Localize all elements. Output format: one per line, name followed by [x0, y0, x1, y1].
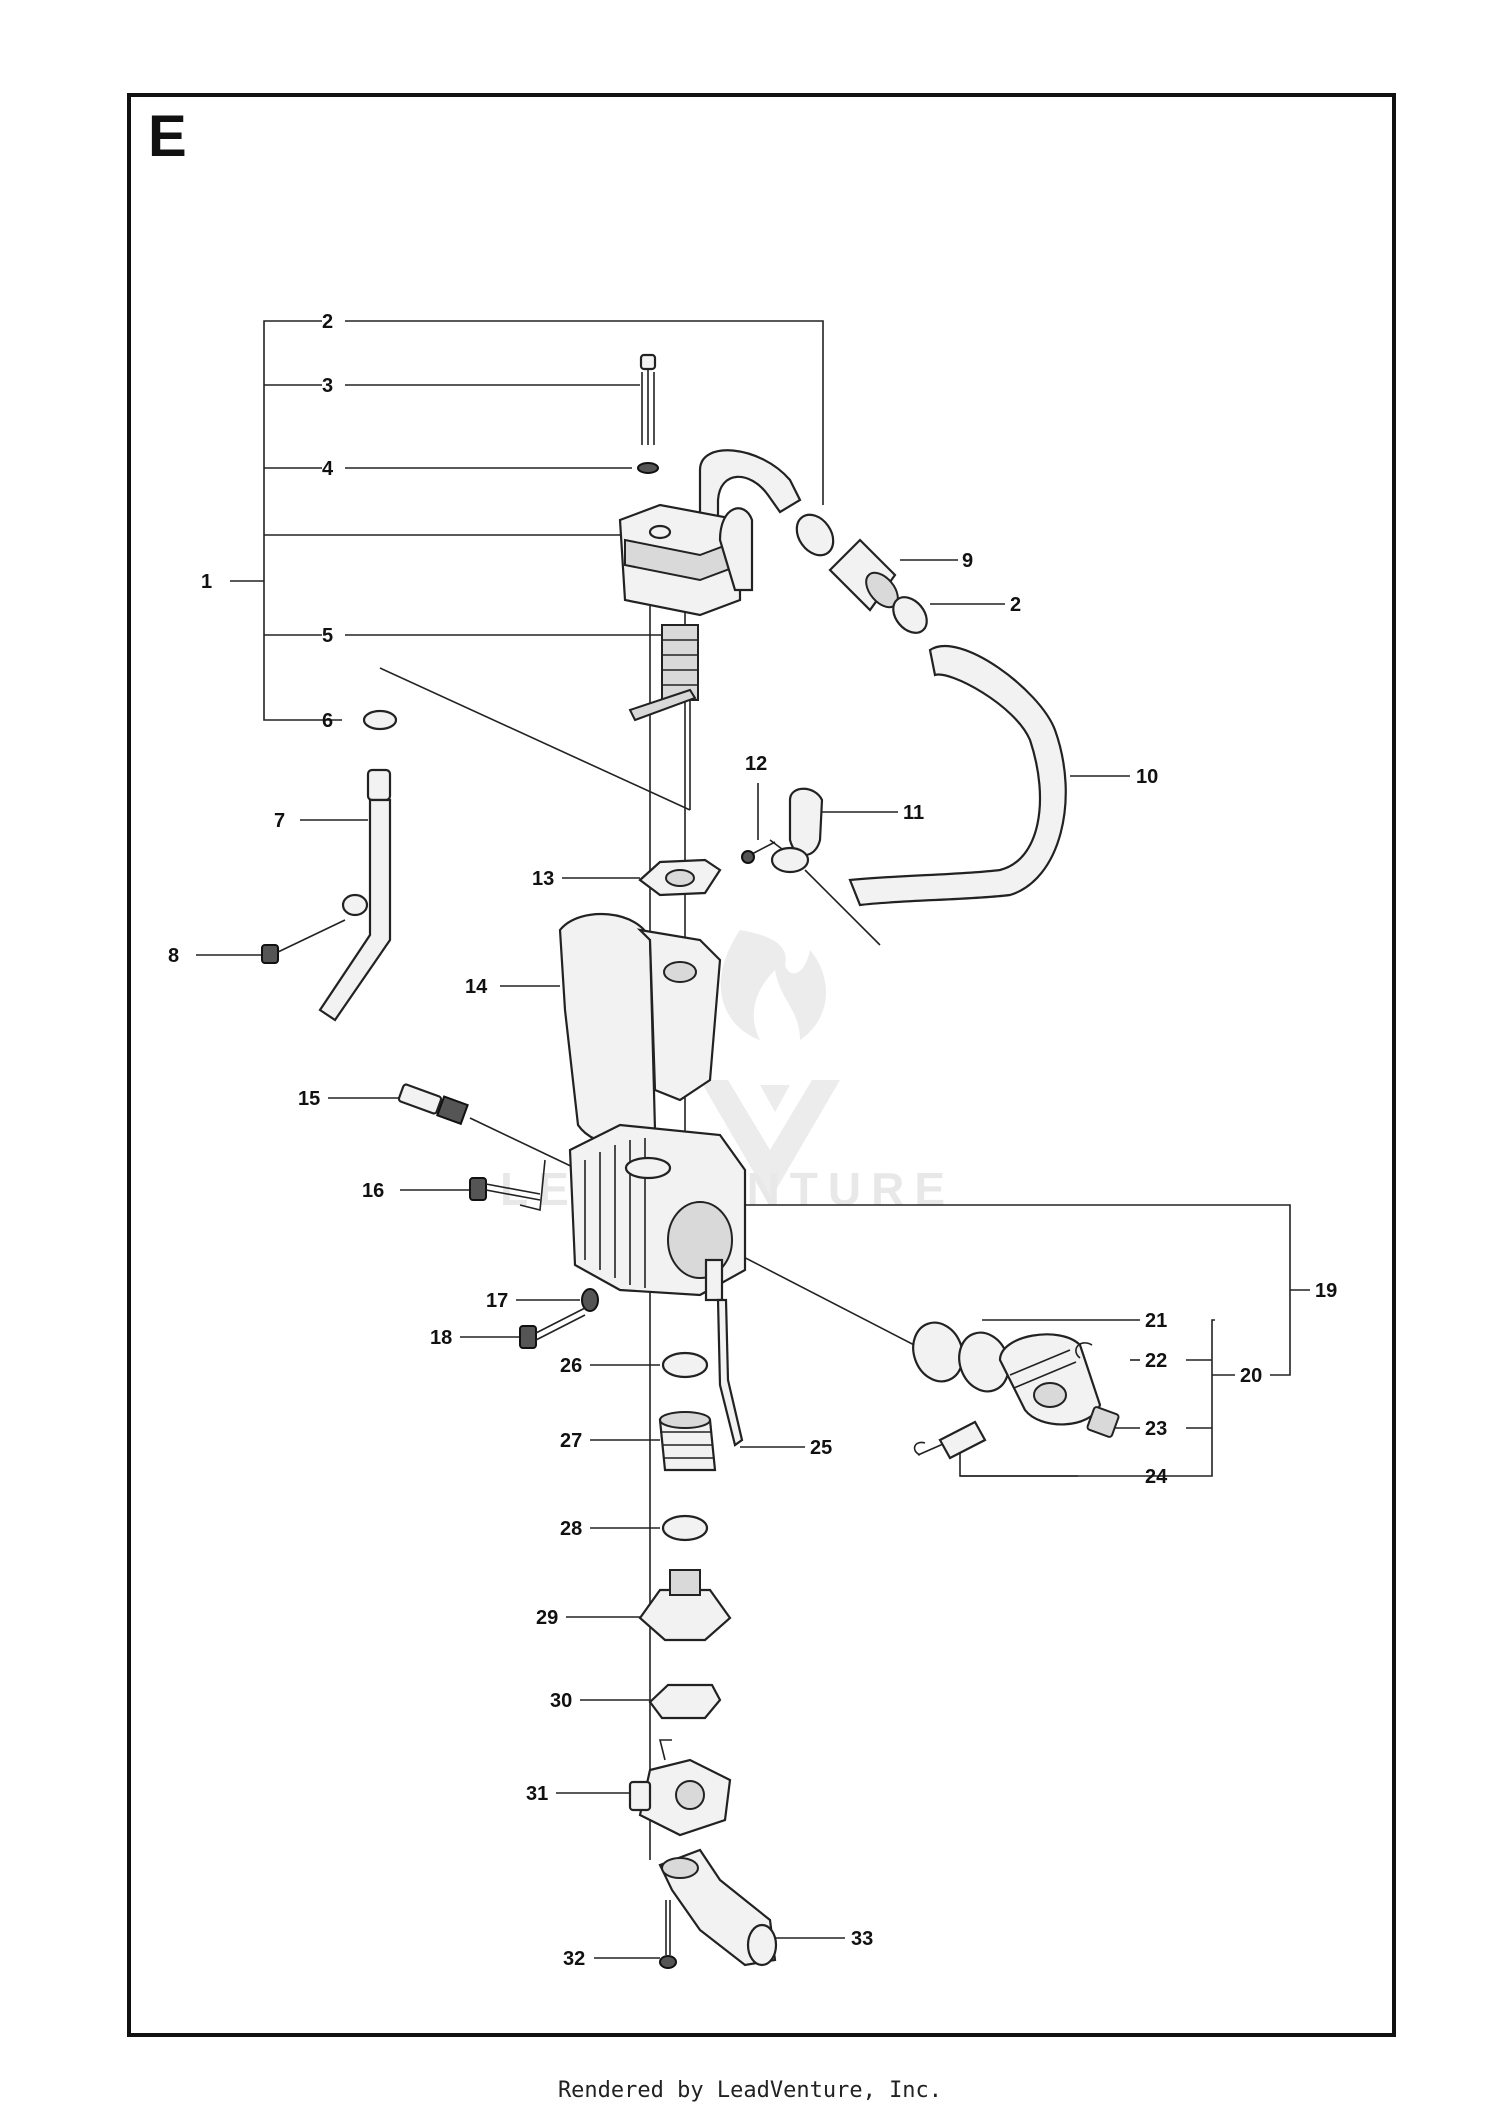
part-screw-32: [659, 1900, 677, 1969]
callout-26: 26: [560, 1355, 582, 1377]
callout-21: 21: [1145, 1310, 1167, 1332]
callout-11: 11: [903, 802, 924, 824]
callout-13: 13: [532, 868, 554, 890]
callout-5: 5: [322, 625, 333, 647]
part-carburetor-31: [628, 1739, 732, 1837]
callout-12: 12: [745, 753, 767, 775]
callout-33: 33: [851, 1928, 873, 1950]
callout-27: 27: [560, 1430, 582, 1452]
part-washer-17: [581, 1288, 599, 1312]
callout-7: 7: [274, 810, 285, 832]
watermark-logo: [700, 930, 840, 1200]
part-clamp-6: [362, 709, 398, 731]
part-clamp-ring-2a: [795, 513, 835, 557]
callout-2: 2: [322, 311, 333, 333]
part-intake-boot-27: [658, 1411, 717, 1472]
part-cylinder: [568, 1123, 747, 1302]
callout-32: 32: [563, 1948, 585, 1970]
callout-30: 30: [550, 1690, 572, 1712]
part-flange-29: [638, 1569, 732, 1642]
part-needle-bearing-23: [1086, 1406, 1120, 1438]
callout-19: 19: [1315, 1280, 1337, 1302]
footer-credit: Rendered by LeadVenture, Inc.: [557, 2078, 943, 2103]
callout-3: 3: [322, 375, 333, 397]
callout-2b: 2: [1010, 594, 1021, 616]
callout-22: 22: [1145, 1350, 1167, 1372]
callout-14: 14: [465, 976, 488, 998]
callout-16: 16: [362, 1180, 384, 1202]
callout-17: 17: [486, 1290, 508, 1312]
part-clamp-26: [661, 1351, 709, 1379]
callout-25: 25: [810, 1437, 832, 1459]
part-tube-10: [848, 644, 1067, 907]
callout-10: 10: [1136, 766, 1158, 788]
part-muffler-1: [618, 449, 802, 617]
callout-9: 9: [962, 550, 973, 572]
leader-lines: [196, 320, 1310, 1959]
callout-28: 28: [560, 1518, 582, 1540]
callout-23: 23: [1145, 1418, 1167, 1440]
part-washer-4: [637, 462, 659, 474]
part-screw-12: [741, 841, 776, 864]
part-bolt-16: [469, 1177, 541, 1201]
callout-1: 1: [201, 571, 212, 593]
part-piston-20: [998, 1333, 1102, 1426]
part-piston-ring-21a: [912, 1321, 964, 1383]
callout-8: 8: [168, 945, 179, 967]
exploded-parts-diagram: LEADVENTURE: [168, 311, 1337, 1970]
callout-31: 31: [526, 1783, 548, 1805]
part-hose-25: [716, 1298, 744, 1447]
part-bracket-11: [770, 787, 824, 874]
part-intake-elbow-33: [658, 1848, 778, 1967]
callout-29: 29: [536, 1607, 558, 1629]
part-screen-5: [628, 624, 699, 722]
part-gasket-30: [648, 1683, 722, 1720]
part-clamp-ring-2b: [892, 596, 928, 634]
callout-labels: 1 2 3 4 5 6 7 8 9 2 10 11 12 13 14 15 16…: [168, 311, 1337, 1970]
part-pipe-7: [318, 768, 392, 1022]
callout-18: 18: [430, 1327, 452, 1349]
part-circlip-22: [1075, 1342, 1093, 1359]
part-screw-8: [261, 919, 346, 964]
callout-6: 6: [322, 710, 333, 732]
section-letter: E: [148, 104, 187, 169]
callout-24: 24: [1145, 1466, 1168, 1488]
part-bolt-3: [639, 353, 657, 445]
part-bolt-18: [519, 1307, 586, 1349]
part-heat-shield-14: [558, 912, 722, 1146]
callout-4: 4: [322, 458, 334, 480]
diagram-frame: [127, 93, 1396, 2037]
callout-20: 20: [1240, 1365, 1262, 1387]
callout-15: 15: [298, 1088, 320, 1110]
part-clamp-28: [661, 1514, 709, 1542]
part-spark-plug-15: [397, 1083, 469, 1126]
part-piston-pin-24: [913, 1420, 987, 1460]
